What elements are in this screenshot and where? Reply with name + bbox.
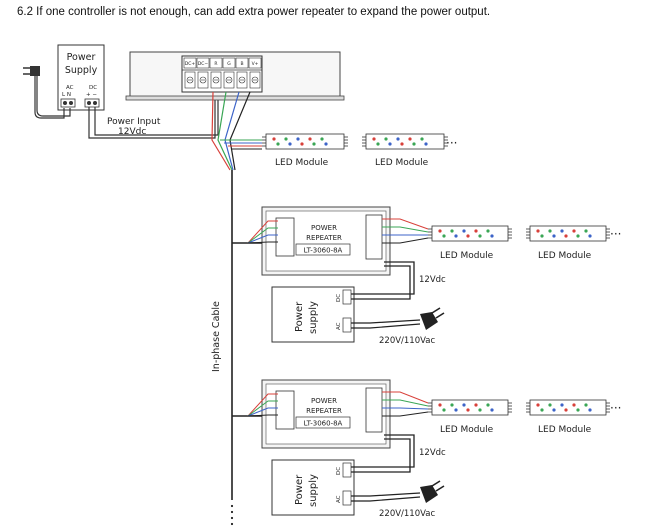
supply-dc-label: DC <box>336 294 342 302</box>
led-module-label: LED Module <box>538 251 592 261</box>
supply-dc-label: DC <box>336 467 342 475</box>
wire-bundles <box>232 218 429 417</box>
led-module-label: LED Module <box>440 251 494 261</box>
led-strip <box>526 225 610 242</box>
supply-ac-label: AC <box>336 495 342 503</box>
in-phase-cable-label: In-phase Cable <box>211 301 222 372</box>
power-repeater-2: POWER REPEATER LT-3060-8A <box>261 379 391 449</box>
section-heading: 6.2 If one controller is not enough, can… <box>17 6 491 18</box>
led-strip <box>262 133 348 150</box>
dc-label: DC <box>89 85 97 91</box>
repeater-model: LT-3060-8A <box>304 247 343 255</box>
continuation-ellipsis: ··· <box>446 136 457 150</box>
power-supply-label-2: Supply <box>65 65 98 76</box>
repeater-title-1: POWER <box>311 224 337 232</box>
terminal-label: V+ <box>252 61 259 67</box>
continuation-ellipsis: ··· <box>610 227 621 241</box>
mains-plug-icon <box>420 307 445 330</box>
controller-terminals: DC+DC− R G B V+ <box>183 57 262 89</box>
power-input-label-2: 12Vdc <box>118 127 146 137</box>
mains-plug-icon <box>420 480 445 503</box>
terminal-label: R <box>214 61 217 67</box>
led-module-label: LED Module <box>440 425 494 435</box>
voltage-dc-label: 12Vdc <box>419 448 446 458</box>
repeater-title-2: REPEATER <box>306 234 342 242</box>
voltage-dc-label: 12Vdc <box>419 275 446 285</box>
trunk-dots <box>230 504 234 526</box>
supply-label-2: supply <box>308 301 319 334</box>
voltage-ac-label: 220V/110Vac <box>379 509 435 519</box>
dc-pins-label: + − <box>86 92 97 98</box>
led-module-label: LED Module <box>375 158 429 168</box>
supply-label-1: Power <box>294 301 305 332</box>
led-strip <box>428 399 512 416</box>
supply-ac-label: AC <box>336 322 342 330</box>
led-strips <box>262 133 610 416</box>
power-supply-label-1: Power <box>67 52 96 63</box>
supply-label-1: Power <box>294 474 305 505</box>
led-module-label: LED Module <box>275 158 329 168</box>
repeater-title-1: POWER <box>311 397 337 405</box>
voltage-ac-label: 220V/110Vac <box>379 336 435 346</box>
continuation-ellipsis: ··· <box>610 401 621 415</box>
terminal-label: B <box>240 61 243 67</box>
supply-label-2: supply <box>308 474 319 507</box>
power-supply-box-1: Power supply DC AC <box>271 286 355 343</box>
ac-pins-label: L N <box>62 92 71 98</box>
mains-plug-icon <box>23 66 71 119</box>
led-strip <box>428 225 512 242</box>
power-supply-box-2: Power supply DC AC <box>271 459 355 516</box>
terminal-label: DC+ <box>185 61 196 67</box>
power-input-label-1: Power Input <box>107 117 161 127</box>
led-module-label: LED Module <box>538 425 592 435</box>
led-strip <box>362 133 448 150</box>
power-repeater-1: POWER REPEATER LT-3060-8A <box>261 206 391 276</box>
led-strip <box>526 399 610 416</box>
terminal-label: G <box>227 61 231 67</box>
terminal-label: DC− <box>198 61 209 67</box>
repeater-title-2: REPEATER <box>306 407 342 415</box>
ac-label: AC <box>66 85 74 91</box>
repeater-model: LT-3060-8A <box>304 420 343 428</box>
top-power-supply: Power Supply AC L N DC + − <box>57 44 105 111</box>
